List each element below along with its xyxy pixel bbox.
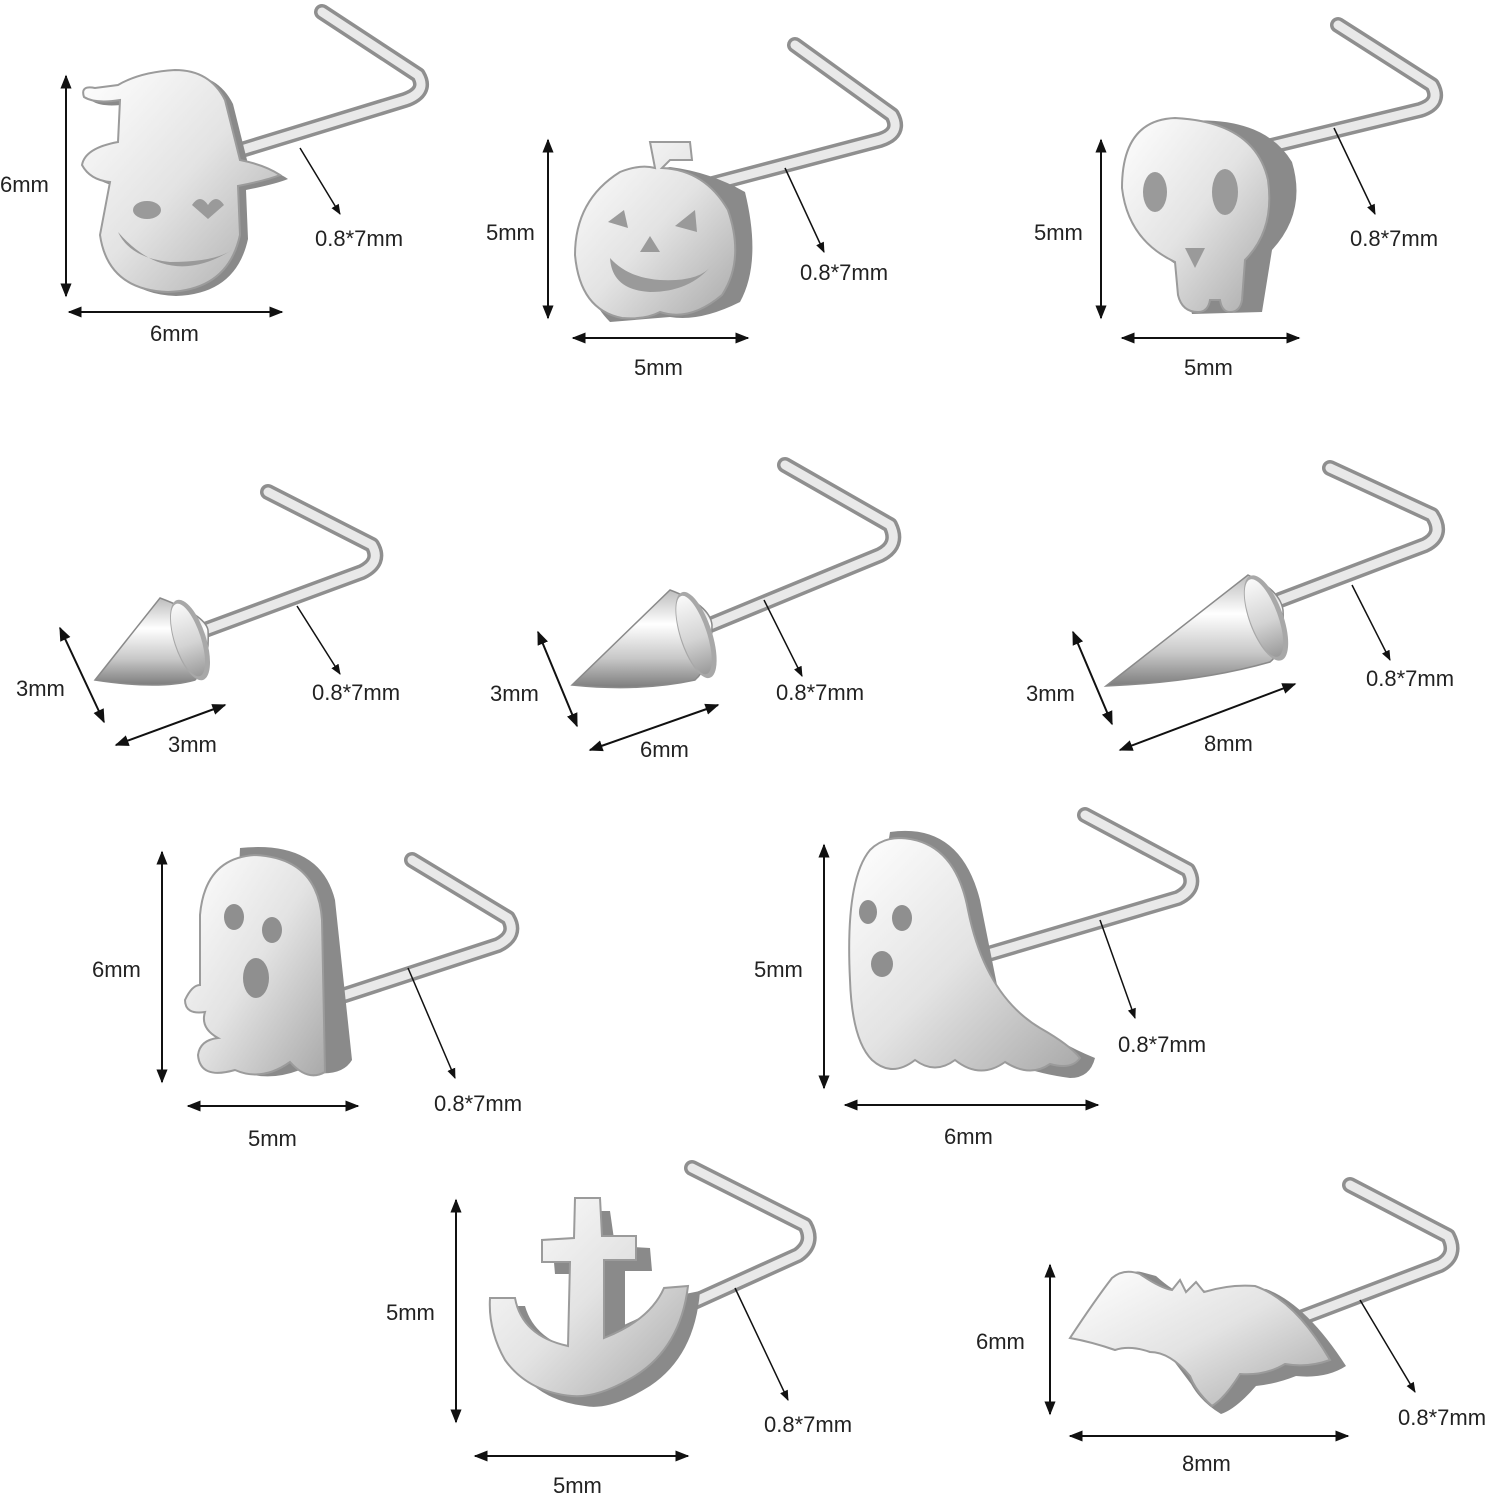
post-label: 0.8*7mm [434,1091,522,1116]
post-leader-line [734,1287,789,1401]
post-wire [1247,17,1443,158]
item-spike-small: 3mm 3mm 0.8*7mm [16,484,400,757]
post-wire [702,457,902,633]
spike-icon [93,597,211,686]
item-bat: 6mm 8mm 0.8*7mm [976,1177,1486,1476]
post-label: 0.8*7mm [1350,226,1438,251]
item-flying-ghost: 5mm 6mm 0.8*7mm [754,807,1206,1149]
width-label: 3mm [168,732,217,757]
width-label: 5mm [248,1126,297,1151]
item-anchor-cross: 5mm 5mm 0.8*7mm [386,1160,852,1496]
post-leader-line [1333,127,1376,215]
anchor-cross-icon [488,1197,700,1407]
post-wire [602,1160,817,1348]
pumpkin-icon [573,141,753,322]
item-ghost: 6mm 5mm 0.8*7mm [92,847,522,1151]
height-label: 5mm [486,220,535,245]
post-leader-line [784,167,825,253]
post-label: 0.8*7mm [776,680,864,705]
witch-hat-pumpkin-icon [80,68,288,296]
post-leader-line [407,967,456,1079]
width-label: 8mm [1182,1451,1231,1476]
post-label: 0.8*7mm [315,226,403,251]
post-label: 0.8*7mm [1366,666,1454,691]
height-label: 5mm [386,1300,435,1325]
item-skull: 5mm 5mm 0.8*7mm [1034,17,1443,380]
skull-icon [1120,116,1297,314]
height-label: 6mm [976,1329,1025,1354]
flying-ghost-icon [848,830,1095,1078]
bat-icon [1068,1270,1346,1414]
width-label: 5mm [634,355,683,380]
post-leader-line [296,605,341,675]
width-label: 6mm [944,1124,993,1149]
ghost-icon [183,847,352,1077]
item-spike-medium: 3mm 6mm 0.8*7mm [490,457,902,762]
spike-icon [1103,574,1289,687]
width-label: 6mm [640,737,689,762]
height-label: 3mm [490,681,539,706]
height-label: 5mm [1034,220,1083,245]
height-label: 3mm [1026,681,1075,706]
width-dimension-arrow [588,703,720,752]
post-wire [197,484,384,638]
width-dimension-arrow [114,704,227,746]
height-dimension-arrow [59,626,105,724]
post-leader-line [1359,1299,1416,1393]
post-label: 0.8*7mm [800,260,888,285]
post-wire [1272,460,1446,608]
post-leader-line [299,147,341,215]
post-leader-line [1099,919,1136,1019]
post-wire [1282,1177,1460,1330]
item-spike-large: 3mm 8mm 0.8*7mm [1026,460,1454,756]
post-label: 0.8*7mm [764,1412,852,1437]
item-pumpkin: 5mm 5mm 0.8*7mm [486,37,903,380]
width-label: 5mm [553,1473,602,1496]
height-label: 3mm [16,676,65,701]
width-label: 6mm [150,321,199,346]
spike-icon [570,589,717,689]
height-label: 6mm [92,957,141,982]
post-wire [337,852,520,1003]
width-dimension-arrow [1118,683,1297,751]
width-label: 8mm [1204,731,1253,756]
post-wire [977,807,1200,963]
height-dimension-arrow [537,630,578,728]
post-leader-line [1351,584,1391,661]
post-wire [682,37,903,198]
post-label: 0.8*7mm [312,680,400,705]
width-label: 5mm [1184,355,1233,380]
item-witch-hat-pumpkin: 6mm 6mm 0.8*7mm [0,4,429,346]
height-label: 6mm [0,172,49,197]
height-label: 5mm [754,957,803,982]
post-label: 0.8*7mm [1398,1405,1486,1430]
post-wire [217,4,429,163]
post-label: 0.8*7mm [1118,1032,1206,1057]
post-leader-line [763,599,803,677]
height-dimension-arrow [1072,630,1113,726]
